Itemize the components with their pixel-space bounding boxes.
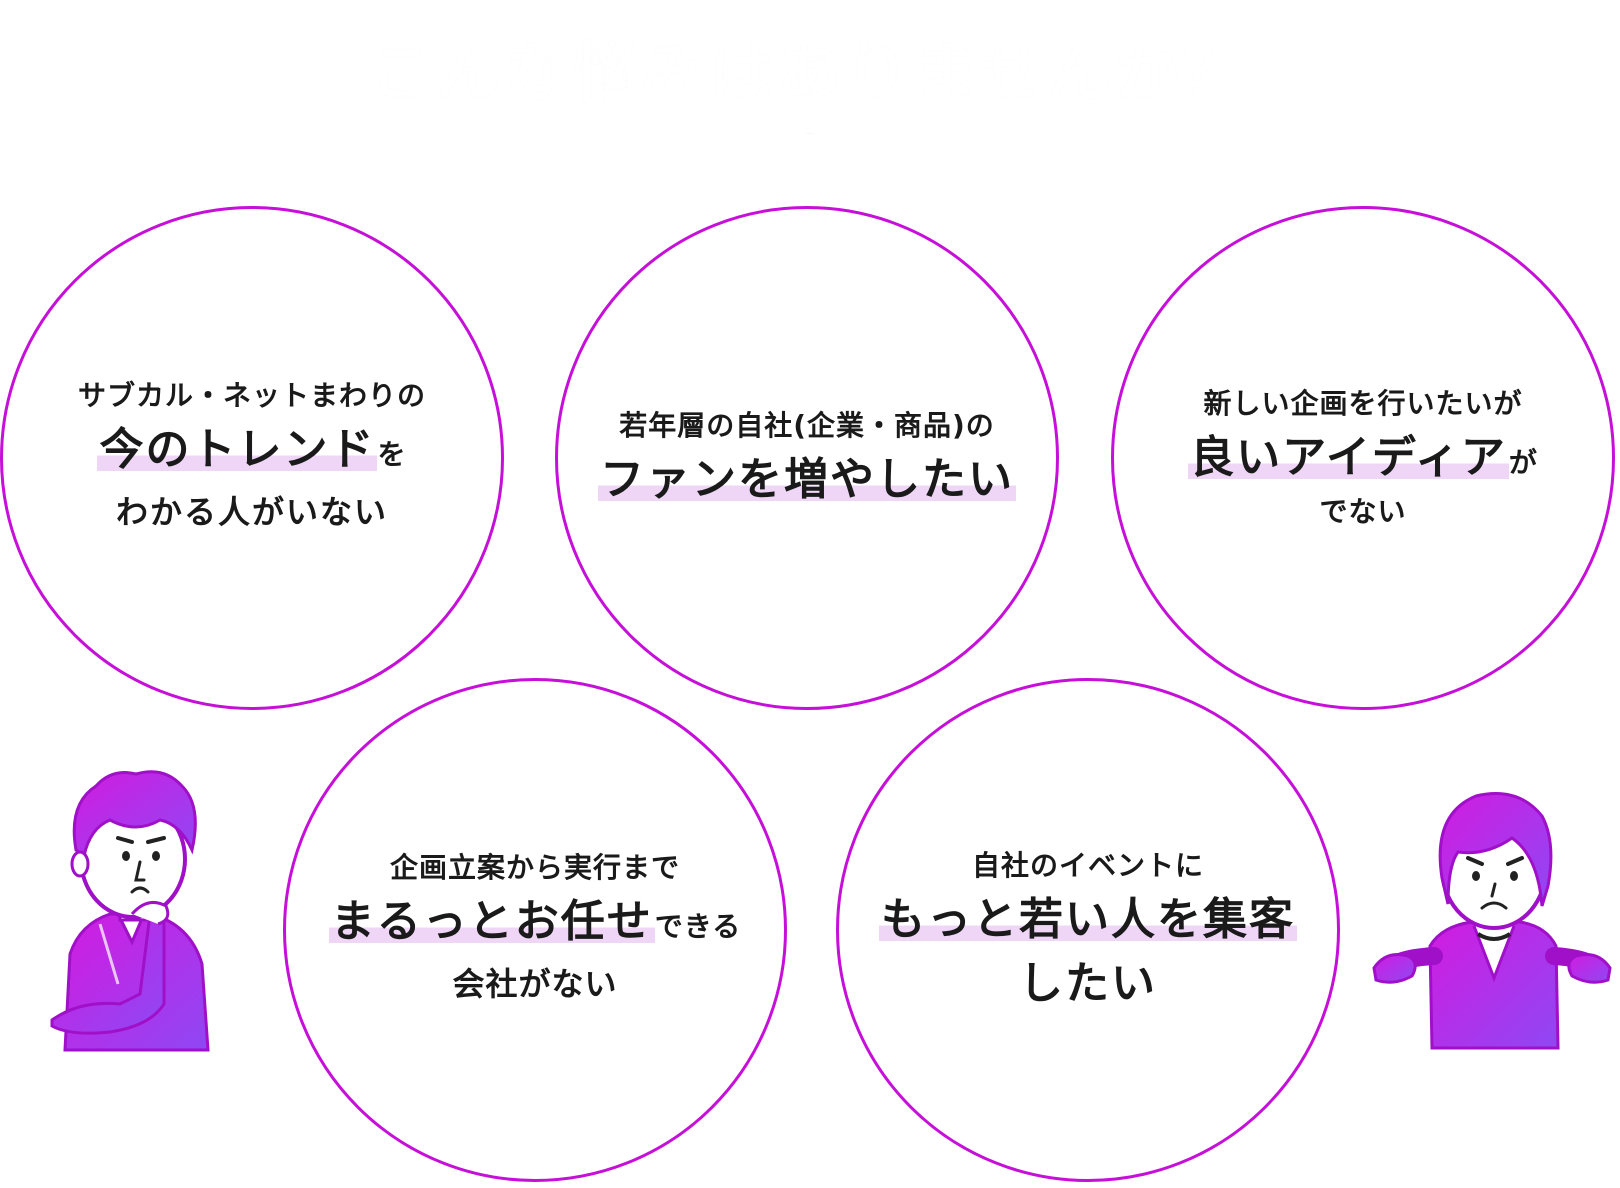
circle-tail: を [377, 438, 407, 471]
circle-tail: が [1508, 446, 1538, 479]
circle-line: 若年層の自社(企業・商品)の [619, 409, 995, 442]
page-title: こんな悩みはありませんか？ [368, 37, 1252, 111]
thinking-man-icon [50, 770, 210, 1052]
circle-line: 会社がない [452, 965, 618, 1003]
circle-emphasis-line: もっと若い人を集客 [879, 888, 1297, 952]
circle-highlight: 良いアイディア [1188, 432, 1509, 483]
circle-emphasis-line: 今のトレンドを [97, 418, 406, 482]
circle-line: 新しい企画を行いたいが [1203, 387, 1523, 420]
worry-circle-idea: 新しい企画を行いたいが 良いアイディアが でない [1111, 206, 1615, 710]
worry-circle-event: 自社のイベントに もっと若い人を集客 したい [836, 678, 1340, 1182]
circle-emphasis-line: 良いアイディアが [1188, 426, 1538, 490]
circle-emphasis-line: ファンを増やしたい [598, 448, 1016, 512]
circle-line: でない [1319, 495, 1407, 528]
circle-line: サブカル・ネットまわりの [77, 379, 426, 412]
circle-line: したい [1019, 958, 1157, 1009]
worry-circle-fans: 若年層の自社(企業・商品)の ファンを増やしたい [555, 206, 1059, 710]
circle-line: 自社のイベントに [971, 849, 1204, 882]
circle-line: わかる人がいない [115, 493, 388, 531]
circle-highlight: もっと若い人を集客 [879, 894, 1297, 945]
circle-highlight: 今のトレンド [97, 424, 378, 475]
worry-circle-trend: サブカル・ネットまわりの 今のトレンドを わかる人がいない [0, 206, 504, 710]
circle-line: 企画立案から実行まで [389, 851, 680, 884]
title-accent-mark: ＿ [806, 126, 814, 135]
circle-highlight: まるっとお任せ [328, 896, 655, 947]
circle-highlight: ファンを増やしたい [598, 454, 1016, 505]
worried-woman-icon [1372, 792, 1612, 1050]
worry-circle-planning: 企画立案から実行まで まるっとお任せできる 会社がない [283, 678, 787, 1182]
circle-tail: できる [654, 910, 742, 943]
circle-emphasis-line: まるっとお任せできる [328, 890, 742, 954]
